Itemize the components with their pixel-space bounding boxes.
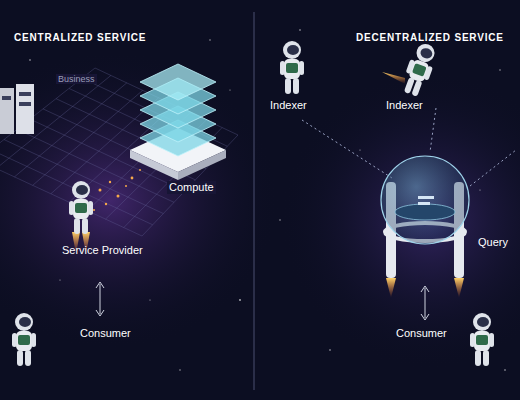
double-arrow [96,282,429,320]
divider [254,12,255,390]
business-grid [0,68,238,236]
query-sphere [381,156,469,298]
figure-label: Indexer [270,99,307,112]
grid-line [14,83,126,177]
figure-label: Consumer [396,327,447,340]
grid-line [0,160,142,236]
figure-label: Query [478,236,508,249]
data-dots [93,169,141,211]
grid-line [33,90,143,185]
figure-label: Consumer [80,327,131,340]
region-label: Business [56,74,97,84]
section-heading: CENTRALIZED SERVICE [14,32,146,44]
consumer-figure [12,313,494,366]
service-provider-figure [69,181,93,254]
figure-label: Service Provider [62,244,143,257]
server-racks [0,84,34,134]
indexer-figure [280,40,440,98]
section-heading: DECENTRALIZED SERVICE [356,32,504,44]
compute-stack [130,64,226,180]
stars [29,29,506,371]
figure-label: Compute [167,181,216,194]
figure-label: Indexer [386,99,423,112]
grid-line [0,75,111,168]
